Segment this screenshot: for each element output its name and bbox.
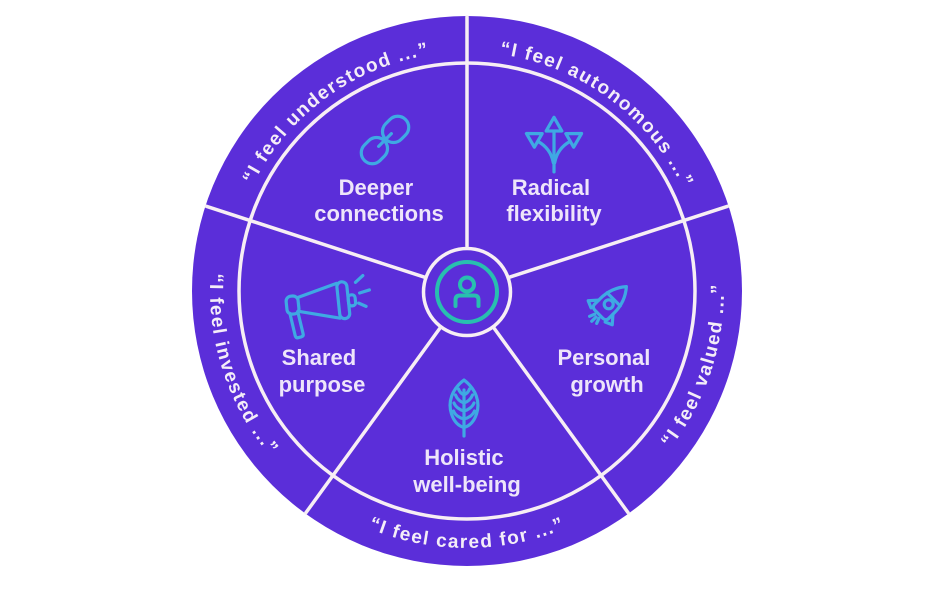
branching-arrows-icon	[520, 115, 588, 174]
link-icon	[359, 114, 411, 166]
megaphone-icon	[284, 273, 371, 340]
segment-holistic-well-being: Holistic well-being	[412, 378, 521, 497]
spoke-lower-right	[491, 325, 630, 515]
rocket-icon	[586, 285, 628, 327]
segment-label: Holistic well-being	[412, 445, 521, 497]
segment-deeper-connections: Deeper connections	[314, 114, 444, 226]
segment-label: Personal growth	[557, 345, 656, 397]
spoke-lines	[204, 15, 730, 515]
segment-label: Shared purpose	[279, 345, 366, 397]
spoke-lower-left	[304, 325, 443, 515]
segment-shared-purpose: Shared purpose	[279, 273, 371, 397]
person-icon	[435, 260, 499, 324]
segment-personal-growth: Personal growth	[557, 285, 656, 397]
spoke-upper-left	[204, 204, 426, 279]
segment-label: Radical flexibility	[506, 175, 602, 226]
leaf-icon	[448, 378, 480, 438]
center-badge	[421, 246, 513, 338]
spoke-upper-right	[508, 204, 730, 279]
segment-label: Deeper connections	[314, 175, 444, 226]
segment-radical-flexibility: Radical flexibility	[506, 115, 602, 226]
